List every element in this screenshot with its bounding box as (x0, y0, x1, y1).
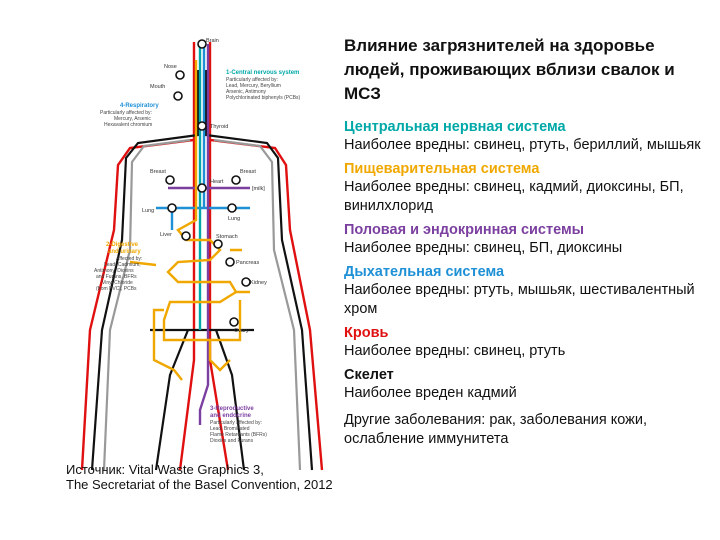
organ-label-brain: Brain (206, 38, 219, 44)
section-heading: Кровь (344, 325, 389, 341)
digestive-group-line-1: Affected by: (116, 256, 142, 262)
section-body: Наиболее вредны: свинец, ртуть (344, 343, 566, 359)
section-body: Наиболее вредны: ртуть, мышьяк, шестивал… (344, 282, 695, 317)
respiratory-group-line-2: Mercury, Arsenic (114, 116, 151, 122)
organ-label-liver: Liver (160, 232, 172, 238)
reproductive-group-title: 3-Reproductive (210, 406, 254, 412)
blood-line-leg-left (178, 140, 196, 471)
skeleton-line-leg-left (154, 329, 190, 471)
nose-node (175, 70, 185, 80)
liver-node (181, 231, 191, 241)
breast-left-node (165, 175, 175, 185)
pancreas-node (225, 257, 235, 267)
digestive-group-line-5: Vinyl Chloride (102, 280, 133, 286)
section-heading: Центральная нервная система (344, 119, 566, 135)
cns-group-line-1: Particularly affected by: (226, 77, 278, 83)
digestive-group-line-3: Antimony, Dioxins (94, 268, 134, 274)
section-body: Наиболее вредны: свинец, ртуть, бериллий… (344, 137, 701, 153)
section-heading: Половая и эндокринная системы (344, 222, 585, 238)
organ-label-breast-right: Breast (240, 169, 256, 175)
kidney-node (241, 277, 251, 287)
skeleton-line-leg-right (214, 329, 246, 471)
reproductive-line (168, 44, 250, 425)
respiratory-group-line-1: Particularly affected by: (100, 110, 152, 116)
respiratory-group-line-3: Hexavalent chromium (104, 122, 152, 128)
respiratory-group-title: 4-Respiratory (120, 103, 159, 109)
stomach-node (213, 239, 223, 249)
organ-label-mouth: Mouth (150, 84, 165, 90)
organ-label-ovary: Ovary (234, 328, 249, 334)
thyroid-node (197, 121, 207, 131)
organ-label-lung-left: Lung (142, 208, 154, 214)
section-body: Наиболее вредны: свинец, БП, диоксины (344, 240, 623, 256)
digestive-branch (129, 248, 250, 372)
reproductive-group-line-3: Flame Retardants (BFRs) (210, 432, 267, 438)
organ-label-milk: [milk] (252, 186, 265, 192)
digestive-group-title: 2-Digestive (106, 242, 139, 248)
section-heading: Пищеварительная система (344, 161, 540, 177)
organ-nodes (165, 39, 251, 327)
organ-label-breast-left: Breast (150, 169, 166, 175)
brain-node (197, 39, 207, 49)
cns-group-line-2: Lead, Mercury, Beryllium (226, 83, 281, 89)
digestive-group-title-2: and urinary (108, 249, 141, 255)
organ-label-pancreas: Pancreas (236, 260, 259, 266)
breast-right-node (231, 175, 241, 185)
skeleton-line-right (204, 70, 314, 471)
reproductive-group-line-4: Dioxins and Furans (210, 438, 254, 444)
skeleton-line-left (90, 70, 200, 471)
other-diseases: Другие заболевания: рак, заболевания кож… (344, 412, 648, 447)
reproductive-group-title-2: and endocrine (210, 413, 252, 419)
cns-group-line-3: Arsenic, Antimony (226, 89, 267, 95)
cns-group-line-4: Polychlorinated biphenyls (PCBs) (226, 95, 301, 101)
source-caption: Источник: Vital Waste Graphics 3, The Se… (66, 462, 333, 492)
source-line-1: Источник: Vital Waste Graphics 3, (66, 462, 264, 477)
body-systems-diagram: Brain Nose Mouth Thyroid Breast Breast H… (80, 38, 324, 471)
section-heading: Скелет (344, 367, 394, 383)
organ-label-lung-right: Lung (228, 216, 240, 222)
organ-label-heart: Heart (210, 179, 224, 185)
section-body: Наиболее вредны: свинец, кадмий, диоксин… (344, 179, 684, 214)
organ-label-kidney: Kidney (250, 280, 267, 286)
slide-title: Влияние загрязнителей на здоровье людей,… (344, 36, 675, 103)
cns-group-title: 1-Central nervous system (226, 70, 299, 76)
section-body: Наиболее вреден кадмий (344, 385, 517, 401)
heart-node (197, 183, 207, 193)
organ-label-stomach: Stomach (216, 234, 238, 240)
blood-lines (80, 42, 324, 471)
ovary-node (229, 317, 239, 327)
text-panel: Влияние загрязнителей на здоровье людей,… (344, 34, 716, 449)
lung-left-node (167, 203, 177, 213)
organ-label-nose: Nose (164, 64, 177, 70)
skeleton-lines (90, 70, 314, 471)
section-heading: Дыхательная система (344, 264, 505, 280)
grey-line-right (213, 138, 302, 471)
reproductive-group-line-2: Lead, Brominated (210, 426, 250, 432)
mouth-node (173, 91, 183, 101)
source-line-2: The Secretariat of the Basel Convention,… (66, 477, 333, 492)
lung-right-node (227, 203, 237, 213)
digestive-group-line-2: Lead, Cadmium, (104, 262, 141, 268)
grey-line-left (102, 138, 191, 471)
organ-label-thyroid: Thyroid (210, 124, 228, 130)
digestive-group-line-6: (from PVC), PCBs (96, 286, 137, 292)
grey-lines (102, 138, 302, 471)
reproductive-group-line-1: Particularly affected by: (210, 420, 262, 426)
digestive-group-line-4: and Furans, BFRs (96, 274, 137, 280)
